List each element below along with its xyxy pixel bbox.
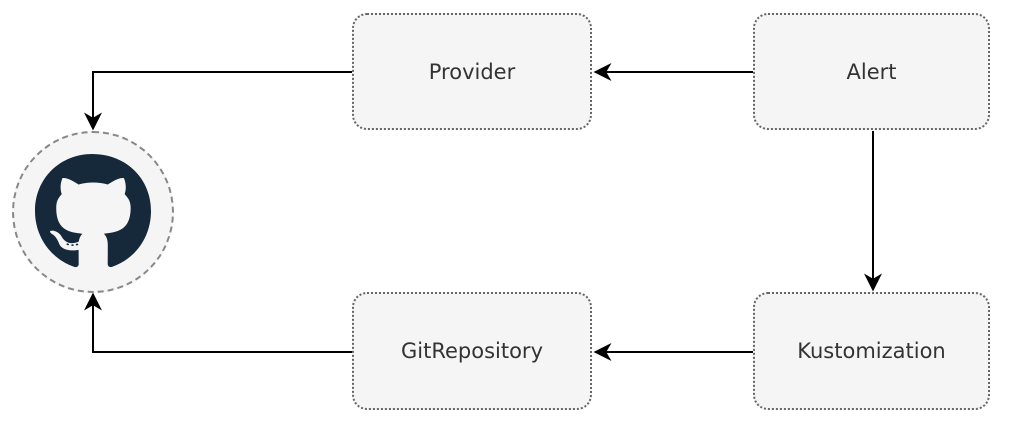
edge-gitrepository-to-github (84, 292, 352, 353)
github-octocat-icon (35, 154, 151, 268)
node-provider: Provider (352, 13, 592, 130)
node-alert: Alert (753, 13, 990, 130)
node-github (12, 131, 174, 293)
node-alert-label: Alert (846, 59, 897, 84)
node-gitrepository-label: GitRepository (400, 339, 543, 363)
node-provider-label: Provider (428, 59, 516, 84)
node-kustomization: Kustomization (753, 292, 990, 410)
edge-provider-to-github (84, 71, 352, 131)
node-kustomization-label: Kustomization (797, 339, 946, 363)
node-gitrepository: GitRepository (352, 292, 592, 410)
